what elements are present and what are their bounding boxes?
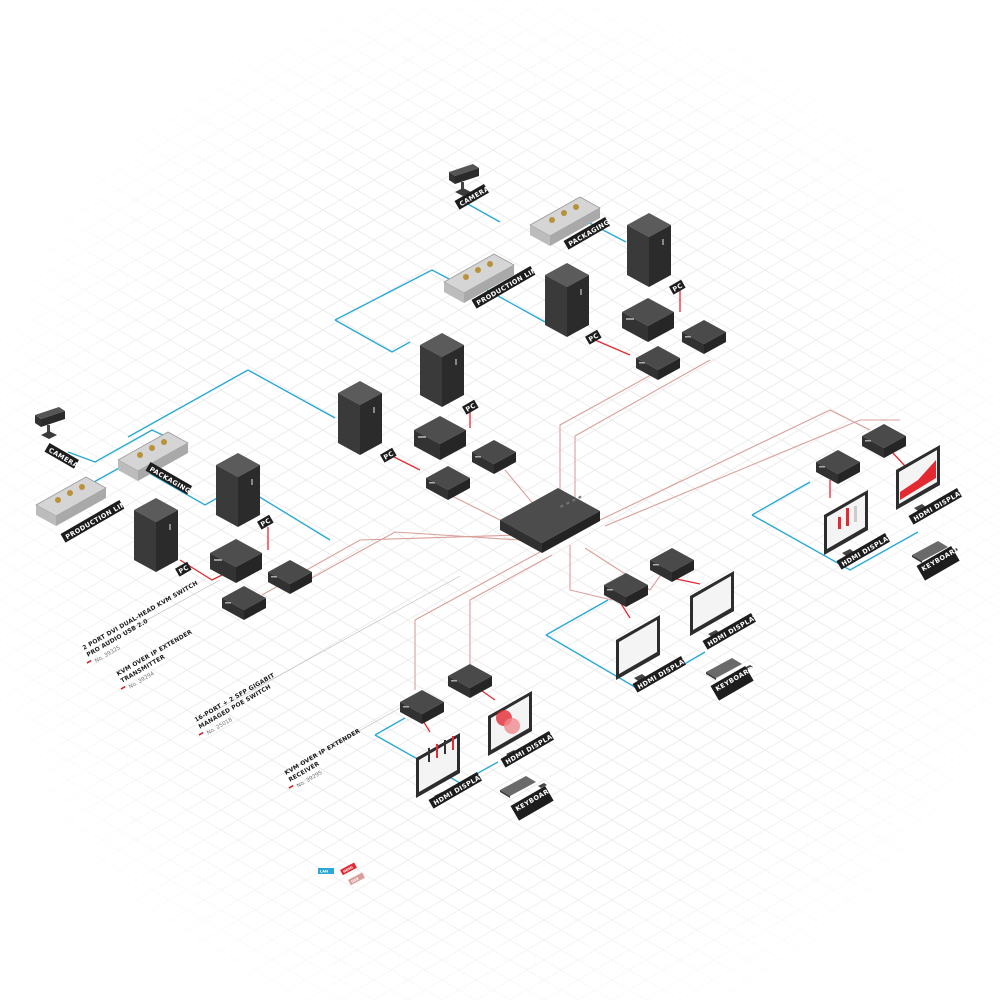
svg-text:USB: USB (350, 876, 359, 883)
usb-cable-bottom-1 (414, 551, 541, 690)
chart-bars-screen (838, 506, 857, 529)
pc-tower-left-1 (134, 498, 178, 572)
lan-cable-top-down (334, 319, 411, 353)
usb-cable-top-1 (559, 369, 661, 505)
svg-text:LAN: LAN (320, 870, 328, 874)
legend-item-lan: LAN (318, 868, 334, 874)
pc-tower-mid-1 (338, 381, 382, 455)
lan-cable-left-line (75, 461, 331, 541)
lan-cable-center-a (545, 599, 609, 636)
lan-cable-right-a (751, 481, 811, 516)
legend-item-hdmi: HDMI (340, 862, 357, 876)
legend-item-usb: USB (348, 872, 365, 886)
pc-tower-mid-2 (420, 333, 464, 407)
pc-tower-left-2 (216, 453, 260, 527)
lan-cable-camera-top (465, 202, 501, 223)
hdmi-cable-right-2 (891, 451, 906, 467)
pc-tower-top-1 (545, 263, 589, 337)
lan-cable-left-up (127, 369, 249, 438)
hdmi-cable-top-1 (594, 339, 631, 356)
lan-cable-bottom-a (374, 717, 406, 736)
usb-cable-right-1 (599, 409, 871, 521)
pc-tower-top-2 (627, 213, 671, 287)
usb-cable-right-2 (604, 419, 900, 527)
area-chart-screen (900, 460, 936, 500)
usb-cable-center-1 (569, 545, 613, 601)
usb-cable-bottom-2 (469, 554, 553, 670)
venn-screen-b (504, 718, 520, 734)
cable-legend: LAN HDMI USB (318, 862, 365, 886)
lan-cable-right-b (751, 514, 919, 571)
lan-cable-mid (247, 369, 336, 419)
svg-text:HDMI: HDMI (342, 865, 353, 874)
cluster-top: CAMERA PACKAGING PRODUCTION LINE PC PC (443, 164, 726, 380)
sliders-screen (428, 736, 454, 762)
usb-cable-left-2 (289, 531, 521, 591)
switch-ports (560, 495, 582, 508)
usb-cable-top-2 (574, 359, 711, 505)
hdmi-cable-center-1 (619, 601, 631, 619)
